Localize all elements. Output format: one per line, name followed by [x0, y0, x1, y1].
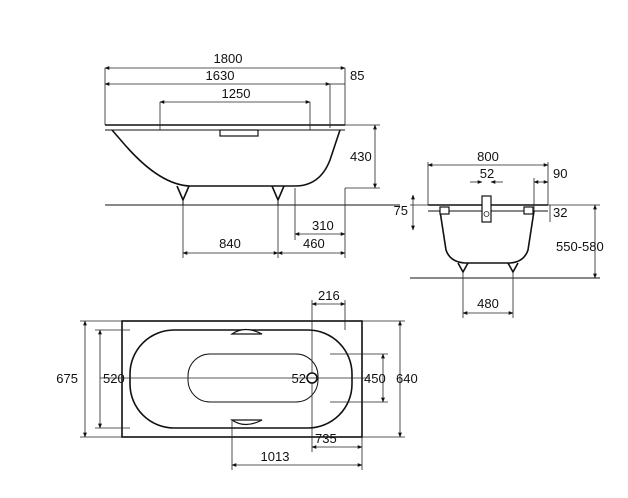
end-view: 800 52 90 75 32 550-580 480 [394, 149, 604, 318]
side-foot-right [271, 185, 285, 203]
label-32: 32 [553, 205, 567, 220]
side-grip [219, 129, 259, 137]
end-foot-right [507, 262, 519, 274]
top-view: 216 675 520 52 450 640 735 1013 [56, 288, 418, 470]
label-1630: 1630 [206, 68, 235, 83]
label-480: 480 [477, 296, 499, 311]
label-640: 640 [396, 371, 418, 386]
label-430: 430 [350, 149, 372, 164]
end-foot-left [457, 262, 469, 274]
label-1250: 1250 [222, 86, 251, 101]
label-75: 75 [394, 203, 408, 218]
label-310: 310 [312, 218, 334, 233]
label-216: 216 [318, 288, 340, 303]
label-1013: 1013 [261, 449, 290, 464]
top-grip-lower [230, 419, 263, 426]
label-90: 90 [553, 166, 567, 181]
side-view: 1800 1630 85 1250 430 310 840 460 [104, 51, 400, 258]
label-520: 520 [103, 371, 125, 386]
top-outer-rim [121, 320, 363, 438]
label-450: 450 [364, 371, 386, 386]
label-840: 840 [219, 236, 241, 251]
label-85: 85 [350, 68, 364, 83]
label-end-52: 52 [480, 166, 494, 181]
label-top-52: 52 [292, 371, 306, 386]
top-grip-upper [230, 328, 263, 335]
side-foot-left [176, 185, 190, 203]
label-1800: 1800 [214, 51, 243, 66]
label-460: 460 [303, 236, 325, 251]
end-drain [481, 195, 492, 223]
top-inner-basin [129, 329, 353, 429]
label-550-580: 550-580 [556, 239, 604, 254]
side-tub-body [111, 129, 341, 187]
label-675: 675 [56, 371, 78, 386]
label-800: 800 [477, 149, 499, 164]
end-tub-body [439, 210, 535, 264]
label-735: 735 [315, 431, 337, 446]
